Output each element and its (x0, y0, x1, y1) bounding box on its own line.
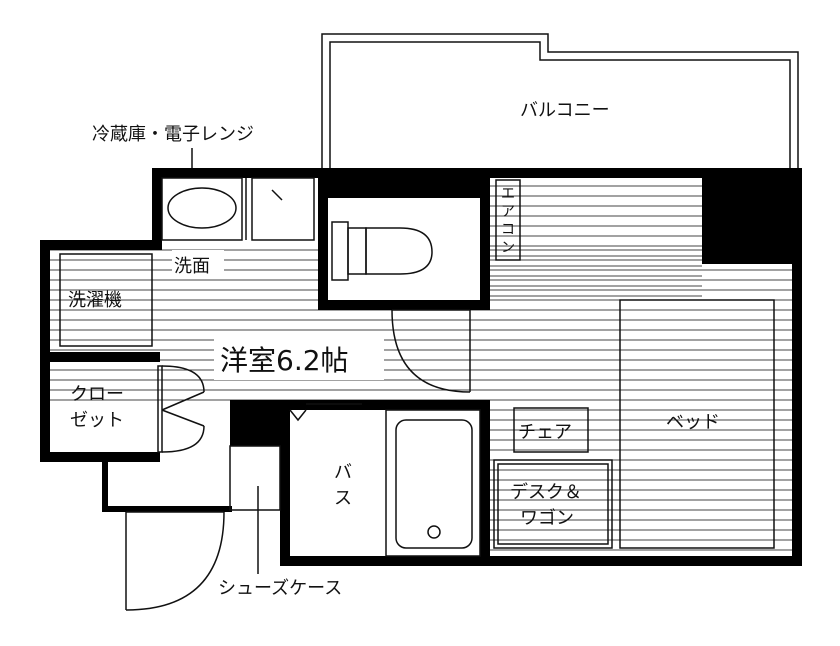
entrance-door (125, 511, 225, 611)
aircon-char-2: コ (501, 222, 515, 238)
desk-label-1: デスク＆ (510, 482, 582, 503)
bathroom (230, 400, 490, 566)
bed (619, 299, 775, 549)
shoe-case-label: シューズケース (218, 578, 342, 599)
outer-walls (40, 168, 802, 566)
chair-label: チェア (518, 422, 572, 443)
desk-wagon (493, 459, 613, 549)
closet-label-1: クロー (70, 384, 124, 405)
washing-machine-label: 洗濯機 (68, 290, 122, 311)
washing-machine-box (59, 253, 153, 347)
closet-label-2: ゼット (70, 410, 124, 431)
aircon-char-1: ア (501, 204, 515, 220)
shoe-case (229, 445, 281, 574)
fridge-label: 冷蔵庫・電子レンジ (92, 124, 254, 145)
toilet-door (391, 309, 471, 393)
washbasin-label: 洗面 (174, 256, 210, 277)
aircon-char-0: エ (501, 186, 515, 202)
closet-doors (157, 365, 205, 453)
desk-label-2: ワゴン (520, 508, 574, 529)
kitchen-fixtures (161, 177, 315, 241)
bath-label-2: ス (334, 488, 352, 509)
bed-label: ベッド (666, 412, 720, 433)
balcony-label: バルコニー (520, 100, 610, 121)
western-room-label: 洋室6.2帖 (220, 344, 349, 377)
chair (513, 407, 589, 453)
balcony (321, 33, 799, 168)
toilet-room (318, 178, 490, 310)
aircon-char-3: ン (501, 240, 515, 256)
aircon-box (495, 179, 521, 261)
bath-label-1: バ (334, 462, 352, 483)
